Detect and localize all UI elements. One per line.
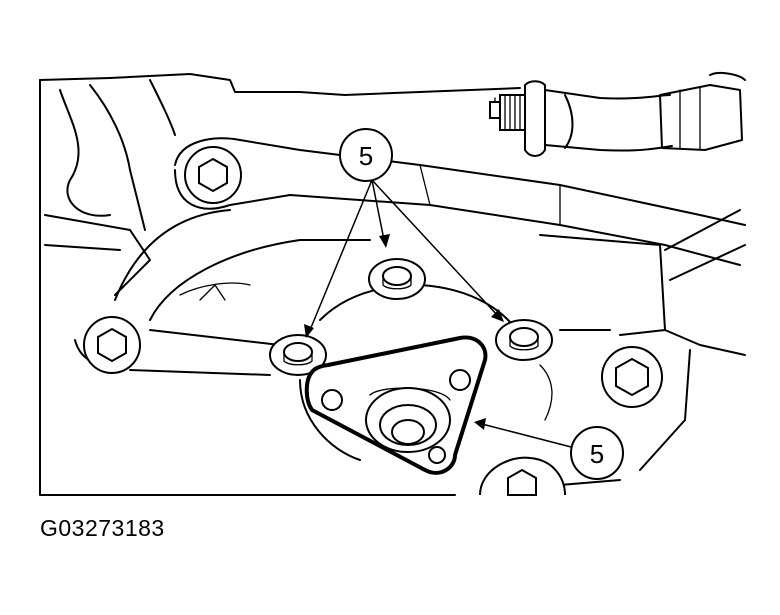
hex-bolt-icon xyxy=(479,456,566,496)
hex-bolt-icon xyxy=(83,316,141,374)
triangular-cover-plate xyxy=(304,335,488,475)
callout-label: 5 xyxy=(359,141,373,171)
flange-bolt-right xyxy=(495,319,553,361)
hex-bolt-icon xyxy=(184,146,242,204)
callout-5-bottom: 5 xyxy=(570,426,624,480)
sensor-connector xyxy=(489,71,746,157)
hex-bolt-icon xyxy=(601,346,663,408)
flange-bolt-top xyxy=(368,258,426,300)
callout-label: 5 xyxy=(590,439,604,469)
callout-leaders xyxy=(304,179,576,449)
callout-5-top: 5 xyxy=(339,128,393,182)
figure-id-label: G03273183 xyxy=(40,515,165,541)
flange-bolt-left xyxy=(269,334,327,376)
